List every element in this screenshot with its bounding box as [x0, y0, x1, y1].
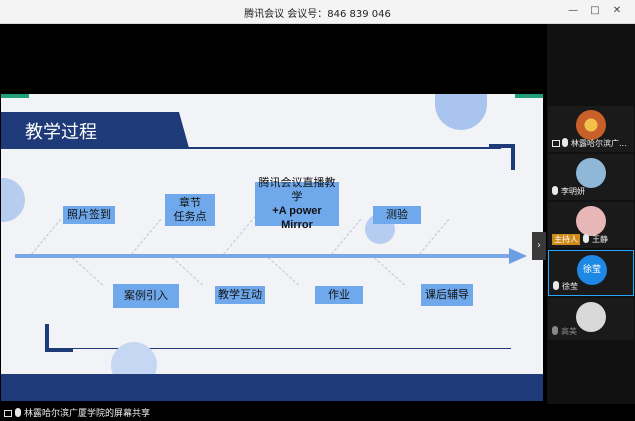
participant-tile[interactable]: 高美	[548, 298, 634, 340]
close-icon[interactable]: ✕	[612, 5, 622, 16]
connector	[31, 218, 62, 255]
avatar	[576, 158, 606, 188]
connector	[419, 218, 450, 255]
screen-share-icon	[4, 410, 12, 417]
bottom-rule	[73, 348, 511, 349]
participant-tile-active[interactable]: 徐莹 徐莹	[548, 250, 634, 296]
share-text: 林露哈尔滨广厦学院的屏幕共享	[24, 409, 151, 419]
shared-screen: 教学过程 照片签到 章节 任务点 腾讯会议直播教学 +A power Mirro…	[0, 24, 547, 404]
node-photo-checkin: 照片签到	[63, 206, 115, 224]
participant-tile[interactable]: 李明妍	[548, 154, 634, 200]
screen-share-icon	[552, 140, 560, 147]
avatar	[576, 206, 606, 236]
timeline-arrow-icon	[509, 248, 527, 264]
decor-circle	[435, 94, 487, 130]
connector	[68, 254, 104, 286]
participants-panel: 林露哈尔滨广... 李明妍 主持人 王静 徐莹 徐莹 高美 ⌄	[547, 24, 635, 404]
slide-heading: 教学过程	[25, 122, 97, 143]
screen-share-label: 林露哈尔滨广厦学院的屏幕共享	[4, 406, 150, 419]
avatar: 徐莹	[577, 255, 607, 285]
scroll-down-chevron-icon[interactable]: ⌄	[584, 324, 593, 335]
heading-rule	[1, 147, 501, 149]
mic-icon	[552, 186, 558, 195]
connector	[264, 254, 300, 286]
participant-name: 徐莹	[562, 282, 578, 291]
participant-tile[interactable]: 主持人 王静	[548, 202, 634, 248]
node-chapter-tasks: 章节 任务点	[165, 194, 215, 226]
connector	[168, 254, 204, 286]
slide-footer-band	[1, 374, 543, 401]
node-quiz: 测验	[373, 206, 421, 224]
slide-heading-band: 教学过程	[1, 112, 189, 148]
node-after-class: 课后辅导	[421, 284, 473, 306]
screen-share-status-bar: 林露哈尔滨广厦学院的屏幕共享	[0, 404, 635, 421]
participant-name: 王静	[592, 235, 608, 244]
timeline-bar	[15, 254, 513, 258]
connector	[370, 254, 406, 286]
node-homework: 作业	[315, 286, 363, 304]
participant-name: 高美	[561, 327, 577, 336]
mic-icon	[553, 281, 559, 290]
mic-icon	[583, 234, 589, 243]
connector	[223, 215, 256, 255]
node-case-intro: 案例引入	[113, 284, 179, 308]
connector	[131, 218, 162, 255]
mic-icon	[552, 326, 558, 335]
host-badge: 主持人	[552, 234, 580, 245]
presentation-slide: 教学过程 照片签到 章节 任务点 腾讯会议直播教学 +A power Mirro…	[1, 94, 543, 401]
window-title: 腾讯会议 会议号：846 839 046	[244, 9, 391, 20]
node-live-teaching: 腾讯会议直播教学 +A power Mirror	[255, 176, 339, 231]
minimize-icon[interactable]: —	[568, 5, 578, 16]
node-live-teaching-line1: 腾讯会议直播教学	[258, 176, 336, 203]
decor-circle	[1, 178, 25, 222]
collapse-panel-chevron-icon[interactable]: ›	[532, 232, 546, 260]
participant-name: 李明妍	[561, 187, 585, 196]
decor-bracket	[45, 324, 73, 352]
maximize-icon[interactable]: □	[590, 5, 600, 16]
avatar	[576, 110, 606, 140]
node-live-teaching-line2: +A power Mirror	[272, 205, 322, 231]
node-interaction: 教学互动	[215, 286, 265, 304]
participant-tile[interactable]: 林露哈尔滨广...	[548, 106, 634, 152]
participant-name: 林露哈尔滨广...	[571, 139, 627, 148]
mic-icon	[562, 138, 568, 147]
decor-bracket	[489, 144, 515, 170]
avatar	[576, 302, 606, 332]
mic-icon	[15, 408, 21, 417]
slide-corner	[515, 94, 543, 98]
window-titlebar: 腾讯会议 会议号：846 839 046 — □ ✕	[0, 0, 635, 24]
slide-corner	[1, 94, 29, 98]
